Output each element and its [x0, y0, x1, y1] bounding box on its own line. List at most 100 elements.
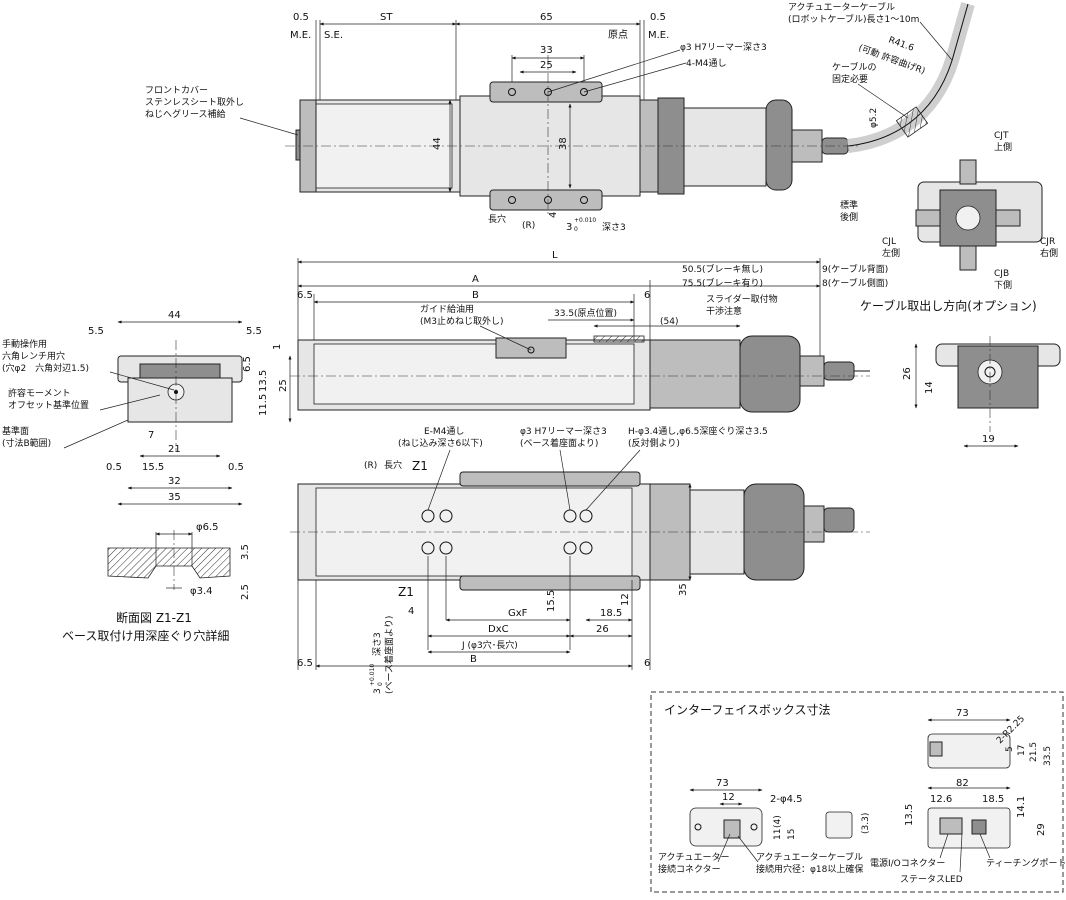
bv-dim-6-5: 6.5 [297, 658, 313, 669]
ev-dim-6-5: 6.5 [242, 356, 253, 372]
manual-note-3: (穴φ2 六角対辺1.5) [2, 362, 89, 374]
e-m4-1: E-M4通し [424, 426, 464, 437]
ibox-top-17: 17 [1017, 745, 1027, 756]
ibox-left-holes: 2-φ4.5 [770, 794, 802, 805]
bv-dim-gxf: GxF [508, 608, 528, 619]
dim-me-left: 0.5 [293, 12, 309, 23]
ev-dim-0-5-left: 0.5 [106, 462, 122, 473]
ev-dim-0-5-right: 0.5 [228, 462, 244, 473]
bv-dim-26: 26 [596, 624, 609, 635]
bv-dim-6: 6 [644, 658, 650, 669]
pin-text-base: 3 [373, 688, 383, 694]
slider-note-2: 干渉注意 [706, 305, 742, 317]
dim-54: (54) [660, 317, 678, 327]
cable-option-view: CJT 上側 標準 後側 CJL 左側 CJR 右側 CJB 下側 ケーブル取出… [840, 131, 1058, 313]
section-view: φ6.5 3.5 φ3.4 2.5 断面図 Z1-Z1 ベース取付け用深座ぐり穴… [62, 522, 251, 643]
ibox-left-73: 73 [716, 778, 729, 789]
dim-4-top: 4 [548, 212, 559, 218]
reamer-1: φ3 H7リーマー深さ3 [520, 426, 607, 437]
bv-z1-bottom: Z1 [398, 585, 414, 599]
ibox-cable-2: 接続用穴径：φ18以上確保 [756, 863, 863, 875]
pin-depth: 深さ3 [602, 222, 626, 233]
fix-note-2: 固定必要 [832, 73, 868, 85]
ibox-top-5: 5 [1005, 746, 1015, 752]
dim-6-side: 6 [644, 290, 650, 301]
note-r: (R) [522, 221, 535, 231]
label-origin: 原点 [608, 29, 628, 41]
ev-dim-13-5: 13.5 [258, 370, 269, 392]
bv-z1-top: Z1 [412, 459, 428, 473]
cjl-dir: 左側 [882, 247, 900, 259]
moment-note-1: 許容モーメント [8, 387, 71, 399]
ibox-right-29: 29 [1036, 823, 1047, 836]
ibox-conn-1: アクチュエーター [658, 852, 730, 863]
cjb-dir: 下側 [994, 279, 1012, 291]
ibox-right-12-6: 12.6 [930, 794, 952, 805]
dim-A: A [472, 274, 479, 285]
interface-box-section: インターフェイスボックス寸法 73 2-R2.25 5 17 21.5 33.5… [650, 691, 1066, 893]
mev-dim-14: 14 [924, 381, 935, 394]
mev-dim-19: 19 [982, 434, 995, 445]
motor-cap [765, 99, 793, 191]
dim-B: B [472, 290, 479, 301]
std-code: 標準 [840, 199, 858, 211]
e-m4-2: (ねじ込み深さ6以下) [398, 438, 483, 449]
dim-33: 33 [540, 45, 553, 56]
dim-L: L [552, 250, 558, 261]
ibox-top-r: 2-R2.25 [995, 714, 1027, 746]
dim-me-right: 0.5 [650, 12, 666, 23]
bv-dim-35: 35 [678, 583, 689, 596]
ibox-right-82: 82 [956, 778, 969, 789]
pin-text-tol-low: 0 [377, 682, 384, 686]
cjl-code: CJL [882, 237, 896, 247]
dim-st: ST [380, 12, 393, 23]
section-title: 断面図 Z1-Z1 [116, 610, 192, 625]
label-me-left: M.E. [290, 30, 311, 41]
dim-9: 9(ケーブル背面) [822, 263, 888, 275]
ev-dim-21: 21 [168, 444, 181, 455]
pin-text-depth: 深さ3 [372, 632, 383, 656]
ibox-left-3-3: (3.3) [861, 813, 871, 834]
cable-note-1: アクチュエーターケーブル [788, 1, 895, 13]
ibox-right-18-5: 18.5 [982, 794, 1004, 805]
note-m4: 4-M4通し [686, 58, 726, 69]
cable-dia: φ5.2 [869, 108, 879, 128]
dim-25: 25 [540, 60, 553, 71]
dim-8: 8(ケーブル側面) [822, 277, 888, 289]
ev-dim-1: 1 [272, 344, 283, 350]
ev-dim-11-5: 11.5 [258, 394, 269, 416]
ev-dim-15-5: 15.5 [142, 462, 164, 473]
pin-text-tol: +0.010 [369, 664, 376, 686]
motor-end-view: 26 14 19 [902, 336, 1061, 448]
reamer-2: (ベース着座面より) [520, 437, 598, 449]
cjt-code: CJT [994, 131, 1009, 141]
ev-dim-35: 35 [168, 492, 181, 503]
bv-dim-18-5: 18.5 [600, 608, 622, 619]
ibox-power: 電源I/Oコネクター [870, 858, 945, 869]
pin-base: 3 [566, 222, 572, 233]
cjb-code: CJB [994, 269, 1009, 279]
datum-note-1: 基準面 [2, 425, 29, 437]
bv-dim-15-5: 15.5 [546, 590, 557, 612]
pin-tol: +0.010 [574, 217, 596, 224]
bv-dim-12: 12 [620, 593, 631, 606]
sec-d3-5: 3.5 [240, 544, 251, 560]
cable-note-2: (ロボットケーブル)長さ1～10m [788, 13, 919, 25]
note-front-cover-3: ねじへグリース補給 [145, 108, 226, 120]
dim-6-5-side: 6.5 [297, 290, 313, 301]
dim-75-5: 75.5(ブレーキ有り) [682, 277, 763, 289]
grease-note-1: ガイド給油用 [420, 303, 474, 315]
dim-33-5: 33.5(原点位置) [554, 307, 617, 319]
slider-note-1: スライダー取付物 [706, 293, 778, 305]
ibox-top-73: 73 [956, 708, 969, 719]
ibox-right-14-1: 14.1 [1016, 796, 1027, 818]
ibox-title: インターフェイスボックス寸法 [664, 703, 831, 717]
end-view: 44 5.5 5.5 6.5 13.5 25 1 11.5 7 21 0.5 1… [2, 310, 292, 506]
ibox-left-12: 12 [722, 792, 735, 803]
manual-note-2: 六角レンチ用穴 [2, 350, 65, 362]
bv-dim-4: 4 [408, 606, 414, 617]
dim-65: 65 [540, 12, 553, 23]
dim-38: 38 [558, 137, 569, 150]
